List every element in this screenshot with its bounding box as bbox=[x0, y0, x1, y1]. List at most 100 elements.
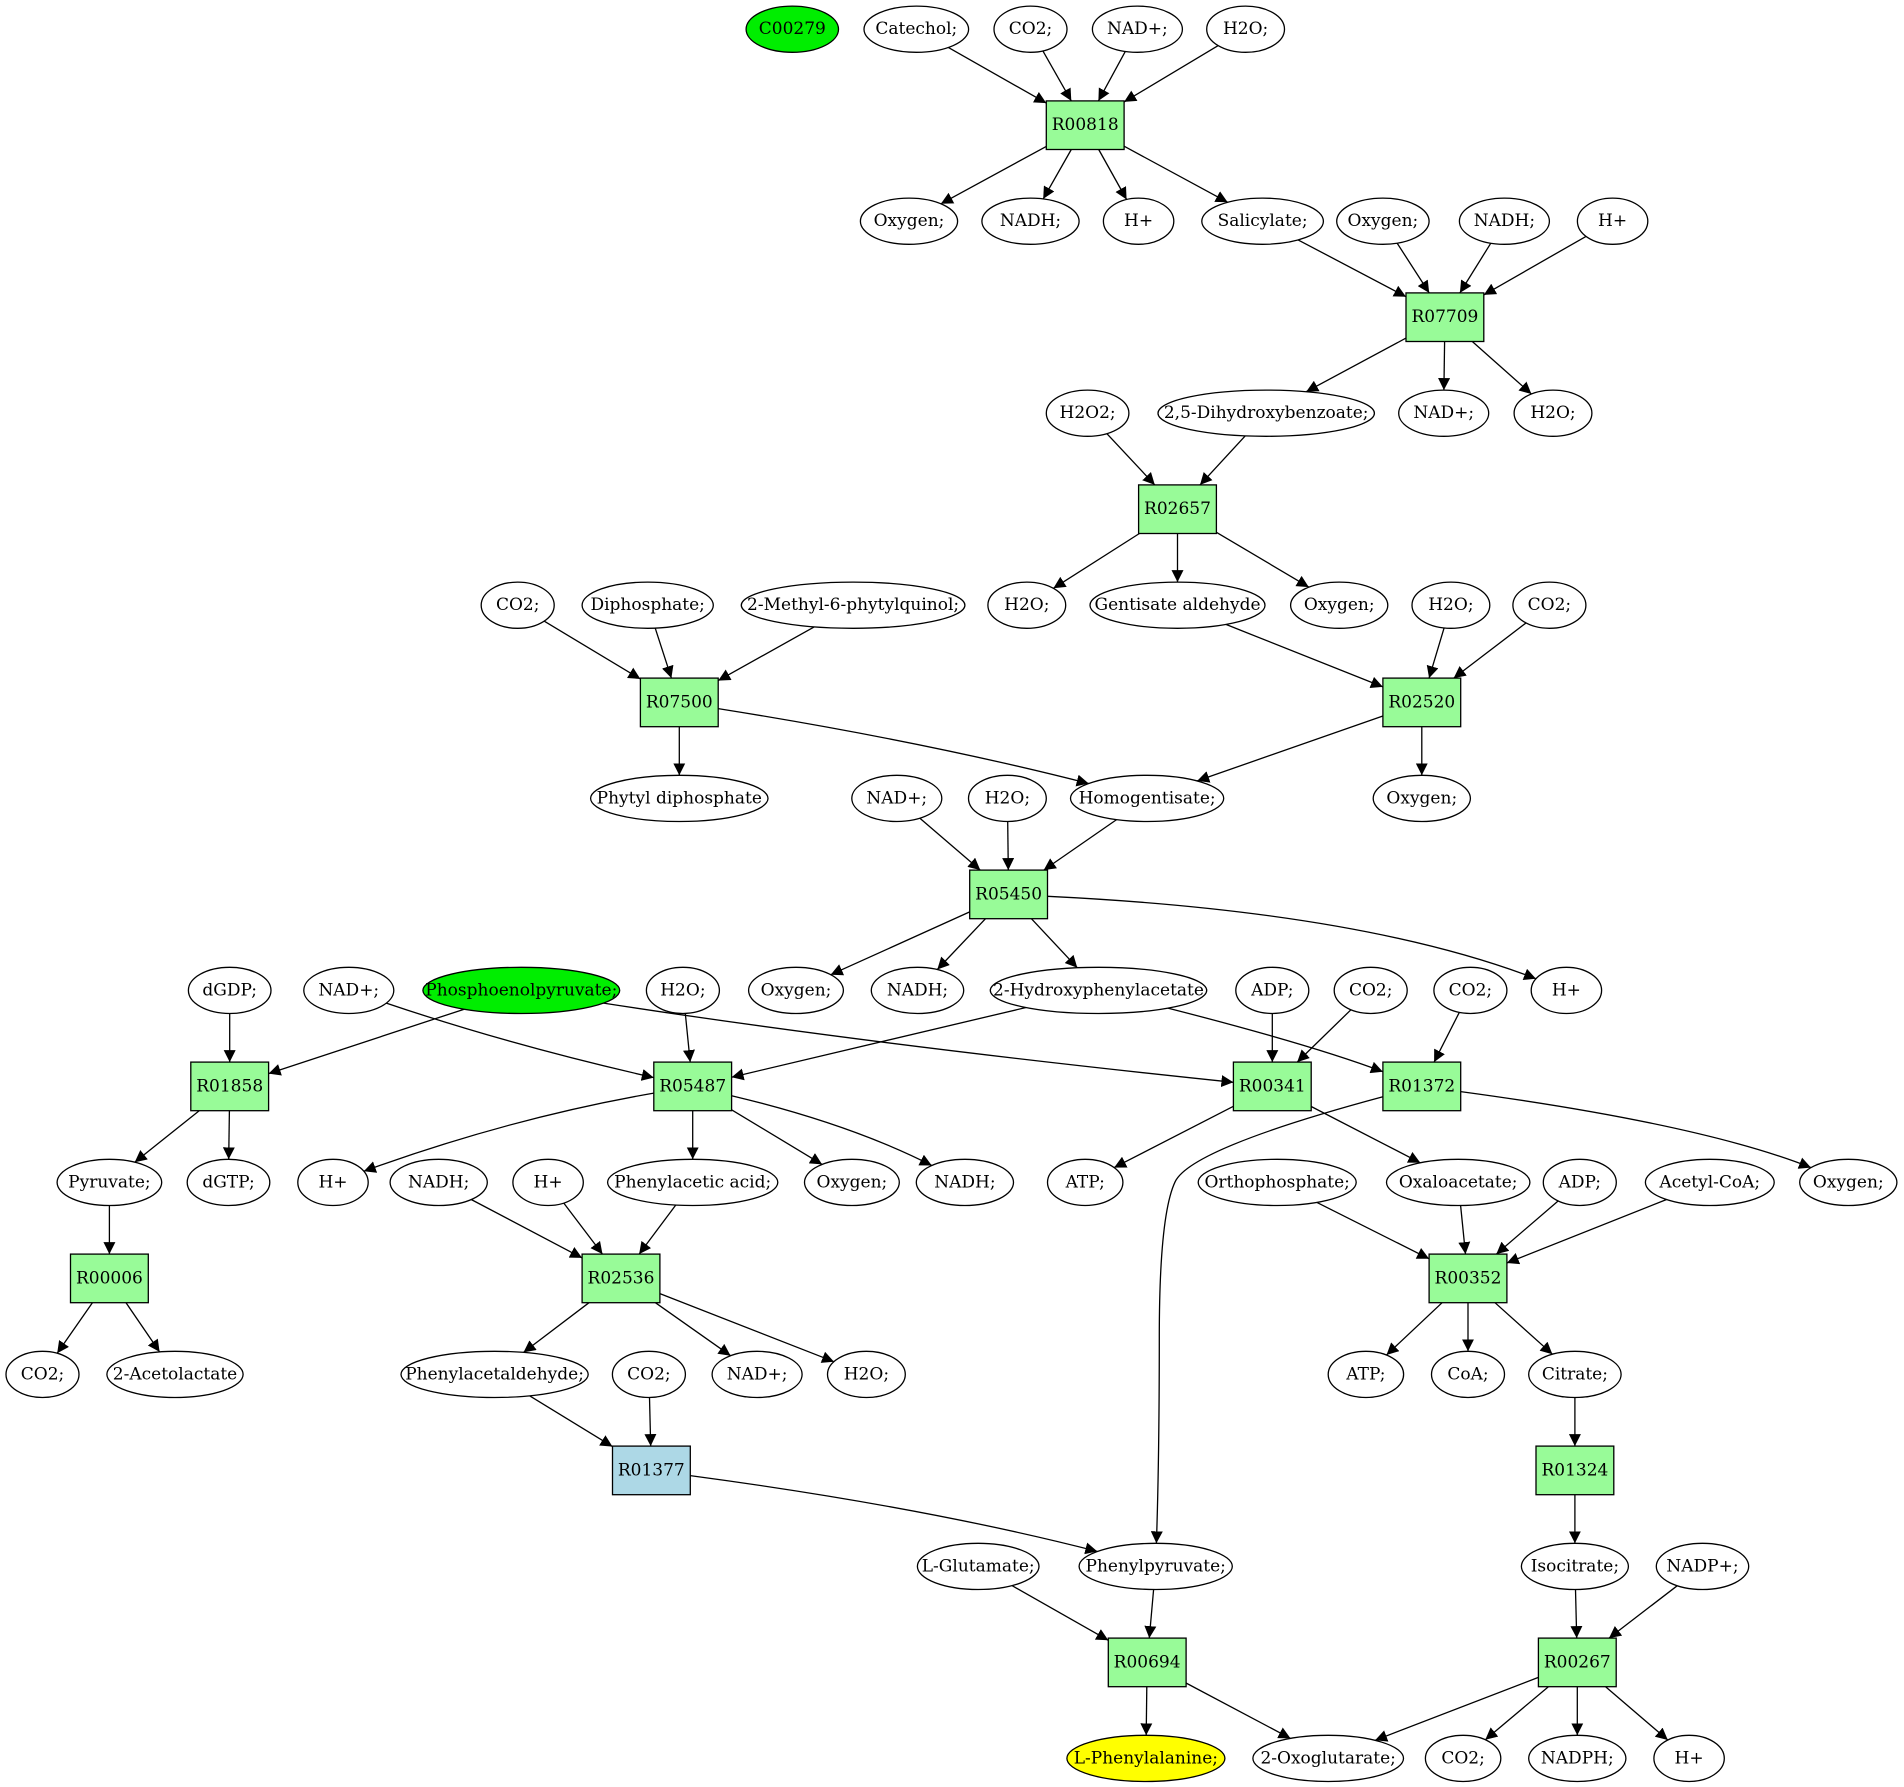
compound-node-hp_f[interactable]: H+ bbox=[1653, 1734, 1725, 1783]
compound-node-salicylate[interactable]: Salicylate; bbox=[1201, 197, 1325, 245]
compound-node-dhb[interactable]: 2,5-Dihydroxybenzoate; bbox=[1157, 389, 1376, 437]
compound-node-co2_h[interactable]: CO2; bbox=[1424, 1734, 1502, 1783]
compound-node-pep[interactable]: Phosphoenolpyruvate; bbox=[422, 966, 621, 1015]
compound-node-nadph[interactable]: NADPH; bbox=[1528, 1734, 1627, 1783]
compound-node-homogentisate[interactable]: Homogentisate; bbox=[1069, 774, 1225, 823]
reaction-node-R02520[interactable]: R02520 bbox=[1382, 677, 1462, 728]
node-label: CO2; bbox=[627, 1364, 671, 1384]
compound-node-hp_e[interactable]: H+ bbox=[512, 1158, 584, 1207]
compound-node-paa[interactable]: Phenylacetic acid; bbox=[606, 1158, 779, 1207]
compound-node-phe[interactable]: L-Phenylalanine; bbox=[1066, 1734, 1226, 1783]
reaction-node-R00352[interactable]: R00352 bbox=[1428, 1253, 1508, 1304]
compound-node-dgdp[interactable]: dGDP; bbox=[187, 966, 272, 1015]
edge-R00006-to-co2_f bbox=[56, 1302, 93, 1354]
compound-node-nadh_c[interactable]: NADH; bbox=[870, 966, 965, 1015]
compound-node-atp_a[interactable]: ATP; bbox=[1046, 1158, 1124, 1207]
compound-ellipse bbox=[1206, 5, 1286, 53]
compound-node-oxaloacetate[interactable]: Oxaloacetate; bbox=[1385, 1158, 1531, 1207]
node-label: 2-Acetolactate bbox=[113, 1364, 237, 1384]
compound-node-adp_b[interactable]: ADP; bbox=[1542, 1158, 1617, 1207]
reaction-node-R07709[interactable]: R07709 bbox=[1405, 292, 1485, 343]
node-label: Acetyl-CoA; bbox=[1658, 1172, 1760, 1192]
reaction-node-R01372[interactable]: R01372 bbox=[1382, 1061, 1462, 1112]
compound-node-pyruvate[interactable]: Pyruvate; bbox=[56, 1158, 163, 1207]
compound-node-co2_b[interactable]: CO2; bbox=[480, 581, 555, 629]
compound-node-h2o2[interactable]: H2O2; bbox=[1045, 389, 1130, 437]
compound-node-co2_g[interactable]: CO2; bbox=[611, 1350, 687, 1399]
reaction-node-R05450[interactable]: R05450 bbox=[969, 869, 1049, 920]
compound-node-nadh_d[interactable]: NADH; bbox=[389, 1158, 488, 1207]
compound-node-orthophosphate[interactable]: Orthophosphate; bbox=[1197, 1158, 1357, 1207]
compound-node-nadpplus[interactable]: NADP+; bbox=[1655, 1542, 1750, 1591]
compound-node-h2o_f[interactable]: H2O; bbox=[645, 966, 721, 1015]
compound-node-nadp_e[interactable]: NAD+; bbox=[711, 1350, 803, 1399]
compound-node-hpa[interactable]: 2-Hydroxyphenylacetate bbox=[989, 966, 1208, 1015]
compound-node-phenylpyruvate[interactable]: Phenylpyruvate; bbox=[1078, 1542, 1233, 1591]
compound-node-co2_a[interactable]: CO2; bbox=[993, 5, 1068, 53]
compound-node-hp_b[interactable]: H+ bbox=[1576, 197, 1649, 245]
compound-node-acetylcoa[interactable]: Acetyl-CoA; bbox=[1644, 1158, 1775, 1207]
compound-node-glutamate[interactable]: L-Glutamate; bbox=[916, 1542, 1040, 1591]
compound-node-mpq[interactable]: 2-Methyl-6-phytylquinol; bbox=[740, 581, 966, 629]
reaction-node-R01377[interactable]: R01377 bbox=[611, 1445, 691, 1496]
compound-node-nadh_a[interactable]: NADH; bbox=[981, 197, 1080, 245]
reaction-node-R02657[interactable]: R02657 bbox=[1137, 484, 1218, 535]
compound-node-nadh_e[interactable]: NADH; bbox=[915, 1158, 1015, 1207]
reaction-node-R00818[interactable]: R00818 bbox=[1045, 100, 1125, 151]
edge-R01372-to-phenylpyruvate bbox=[1150, 1096, 1384, 1544]
compound-node-diphosphate[interactable]: Diphosphate; bbox=[581, 581, 714, 629]
compound-node-coa[interactable]: CoA; bbox=[1430, 1350, 1506, 1399]
compound-node-nadp_b[interactable]: NAD+; bbox=[1398, 389, 1490, 437]
compound-node-h2o_b[interactable]: H2O; bbox=[1513, 389, 1593, 437]
reaction-node-R01858[interactable]: R01858 bbox=[190, 1061, 270, 1112]
compound-node-catechol[interactable]: Catechol; bbox=[863, 5, 970, 53]
edge-phenylacetaldehyde-to-R01377 bbox=[529, 1395, 613, 1448]
compound-node-oxy_f[interactable]: Oxygen; bbox=[803, 1158, 900, 1207]
compound-node-h2o_g[interactable]: H2O; bbox=[826, 1350, 906, 1399]
compound-node-oxy_d[interactable]: Oxygen; bbox=[1372, 774, 1472, 823]
compound-node-nadp_c[interactable]: NAD+; bbox=[851, 774, 943, 823]
compound-node-h2o_c[interactable]: H2O; bbox=[987, 581, 1067, 629]
compound-node-atp_b[interactable]: ATP; bbox=[1327, 1350, 1405, 1399]
reaction-node-R00694[interactable]: R00694 bbox=[1107, 1637, 1187, 1688]
compound-node-nadp_a[interactable]: NAD+; bbox=[1091, 5, 1184, 53]
compound-node-h2o_e[interactable]: H2O; bbox=[967, 774, 1047, 823]
compound-node-oxy_e[interactable]: Oxygen; bbox=[747, 966, 845, 1015]
compound-node-nadh_b[interactable]: NADH; bbox=[1458, 197, 1551, 245]
compound-node-oxy_b[interactable]: Oxygen; bbox=[1336, 197, 1430, 245]
node-label: 2-Oxoglutarate; bbox=[1260, 1748, 1395, 1768]
compound-node-citrate[interactable]: Citrate; bbox=[1528, 1350, 1622, 1399]
node-label: Catechol; bbox=[875, 19, 957, 39]
compound-node-hp_c[interactable]: H+ bbox=[1530, 966, 1603, 1015]
reaction-node-R00267[interactable]: R00267 bbox=[1537, 1637, 1617, 1688]
reaction-node-R05487[interactable]: R05487 bbox=[653, 1061, 733, 1112]
compound-node-c00279[interactable]: C00279 bbox=[745, 5, 840, 53]
compound-node-acetolactate[interactable]: 2-Acetolactate bbox=[106, 1350, 244, 1399]
compound-node-co2_d[interactable]: CO2; bbox=[1333, 966, 1408, 1015]
reaction-node-R01324[interactable]: R01324 bbox=[1535, 1445, 1615, 1496]
compound-node-hp_d[interactable]: H+ bbox=[297, 1158, 369, 1207]
reaction-node-R00341[interactable]: R00341 bbox=[1232, 1061, 1312, 1112]
compound-node-phenylacetaldehyde[interactable]: Phenylacetaldehyde; bbox=[400, 1350, 589, 1399]
compound-node-h2o_a[interactable]: H2O; bbox=[1206, 5, 1286, 53]
compound-node-oxy_a[interactable]: Oxygen; bbox=[859, 197, 959, 245]
compound-node-gentisate[interactable]: Gentisate aldehyde bbox=[1089, 581, 1266, 629]
compound-node-adp_a[interactable]: ADP; bbox=[1235, 966, 1310, 1015]
compound-node-dgtp[interactable]: dGTP; bbox=[186, 1158, 271, 1207]
compound-node-oxy_g[interactable]: Oxygen; bbox=[1799, 1158, 1898, 1207]
compound-node-oxy_c[interactable]: Oxygen; bbox=[1289, 581, 1389, 629]
compound-ellipse bbox=[1327, 1350, 1405, 1399]
compound-node-phytyl[interactable]: Phytyl diphosphate bbox=[589, 774, 769, 823]
compound-node-isocitrate[interactable]: Isocitrate; bbox=[1520, 1542, 1630, 1591]
compound-node-hp_a[interactable]: H+ bbox=[1102, 197, 1175, 245]
reaction-node-R00006[interactable]: R00006 bbox=[69, 1253, 149, 1304]
compound-node-co2_f[interactable]: CO2; bbox=[5, 1350, 80, 1399]
compound-node-h2o_d[interactable]: H2O; bbox=[1411, 581, 1491, 629]
reaction-node-R02536[interactable]: R02536 bbox=[581, 1253, 661, 1304]
compound-node-nadp_d[interactable]: NAD+; bbox=[303, 966, 395, 1015]
compound-node-oxoglutarate[interactable]: 2-Oxoglutarate; bbox=[1252, 1734, 1405, 1783]
edge-isocitrate-to-R00267 bbox=[1570, 1589, 1583, 1639]
compound-node-co2_c[interactable]: CO2; bbox=[1512, 581, 1587, 629]
compound-node-co2_e[interactable]: CO2; bbox=[1433, 966, 1508, 1015]
reaction-node-R07500[interactable]: R07500 bbox=[639, 677, 719, 728]
